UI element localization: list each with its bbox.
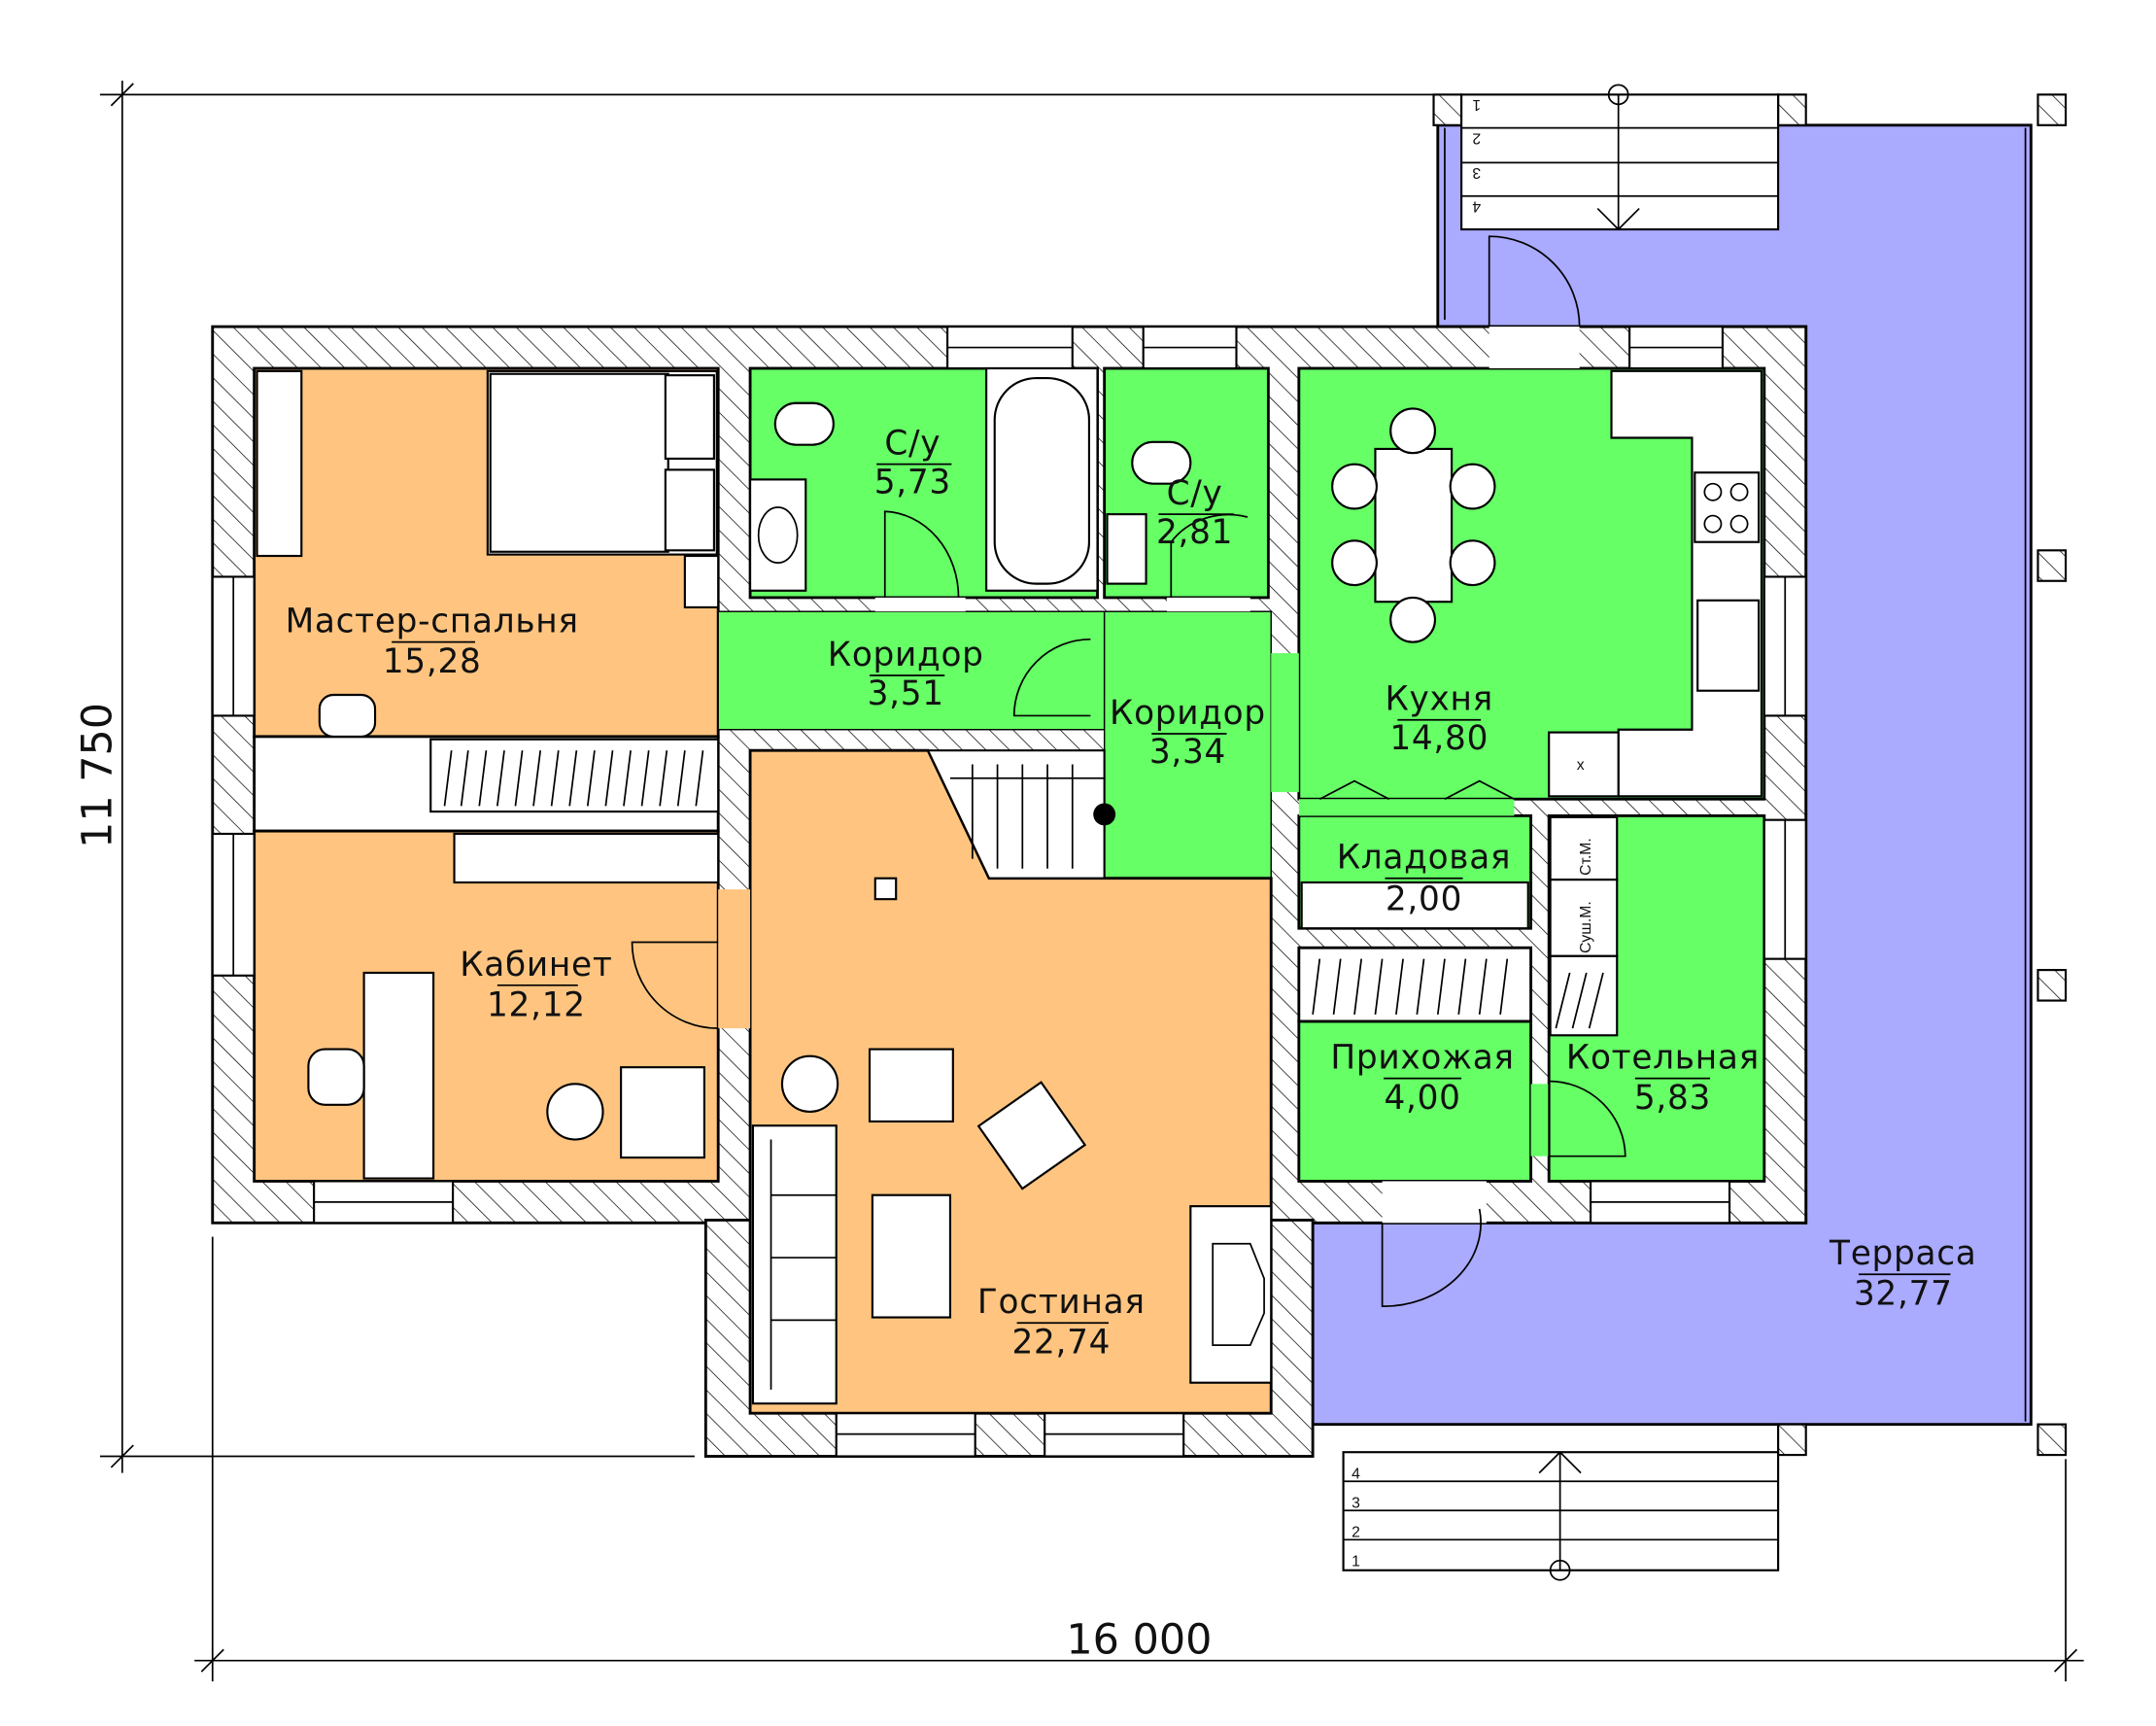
entrance-stairs-top[interactable]: 1 2 3 4: [1460, 84, 1780, 231]
sofa: [751, 1124, 838, 1405]
terrace-post: [1777, 1423, 1807, 1457]
room-area: 4,00: [1384, 1079, 1460, 1118]
room-name: Кухня: [1385, 680, 1493, 719]
step-number: 4: [1472, 197, 1481, 214]
tv-cabinet: [256, 369, 303, 558]
wardrobe-hatching: [429, 738, 720, 813]
door-kitchen-folding[interactable]: [1318, 779, 1515, 800]
study-floor[interactable]: [253, 829, 720, 1183]
terrace-post: [1777, 93, 1807, 126]
boiler: [1548, 731, 1620, 798]
room-area: 3,34: [1149, 733, 1226, 772]
stove: [1694, 471, 1761, 543]
step-number: 1: [1472, 96, 1481, 113]
boiler-mark: x: [1577, 757, 1585, 774]
terrace-post: [2036, 1423, 2068, 1457]
room-name: Мастер-спальня: [286, 603, 579, 641]
step-number: 3: [1472, 164, 1481, 181]
fireplace: [1189, 1205, 1273, 1384]
room-area: 3,51: [868, 674, 944, 713]
washer-label: Ст.М.: [1578, 838, 1594, 876]
dining-table: [1374, 447, 1454, 604]
furniture: x Ст.М. Суш.М.: [256, 366, 1763, 1405]
desk-chair: [318, 693, 377, 738]
room-labels: Мастер-спальня 15,28 Кабинет 12,12 С/у 5…: [286, 425, 1977, 1363]
toilet-2: [1131, 440, 1192, 485]
room-name: Кладовая: [1337, 839, 1512, 878]
kitchen-sink: [1696, 599, 1761, 692]
step-number: 2: [1472, 129, 1481, 146]
room-area: 2,00: [1386, 880, 1462, 919]
hallway-floor[interactable]: [1297, 1019, 1533, 1183]
office-chair: [307, 1048, 365, 1106]
armchair: [620, 1066, 705, 1159]
toilet-1: [773, 401, 835, 446]
room-name: Коридор: [828, 636, 984, 674]
armchair: [868, 1048, 954, 1123]
room-name: Кабинет: [460, 946, 612, 984]
room-name: Терраса: [1829, 1234, 1977, 1273]
door-terrace-kitchen[interactable]: [1488, 235, 1581, 328]
terrace-post: [2036, 549, 2068, 582]
interior-stairs[interactable]: [926, 749, 1116, 880]
height-dimension: 11 750: [73, 703, 121, 848]
room-name: Гостиная: [977, 1283, 1146, 1322]
room-area: 22,74: [1011, 1324, 1111, 1363]
entrance-stairs-bottom[interactable]: 4 3 2 1: [1342, 1451, 1780, 1581]
armchair: [976, 1081, 1087, 1191]
door-study[interactable]: [631, 941, 719, 1030]
room-area: 15,28: [383, 642, 482, 681]
dimension-lines: 11 750 16 000: [73, 81, 2084, 1682]
room-area: 12,12: [487, 985, 586, 1024]
door-entrance[interactable]: [1381, 1208, 1482, 1307]
room-area: 14,80: [1389, 719, 1489, 758]
doors[interactable]: [631, 235, 1626, 1307]
column: [1093, 803, 1116, 826]
coffee-table: [871, 1193, 952, 1319]
room-name: Прихожая: [1330, 1039, 1514, 1078]
sink-1: [749, 478, 807, 592]
step-number: 1: [1352, 1553, 1360, 1570]
door-corridor[interactable]: [1012, 638, 1091, 717]
room-name: Котельная: [1566, 1039, 1760, 1078]
door-bathroom-1[interactable]: [883, 510, 960, 598]
round-table: [546, 1083, 604, 1141]
width-dimension: 16 000: [1066, 1616, 1212, 1665]
bed: [489, 372, 669, 553]
door-boiler[interactable]: [1548, 1080, 1626, 1157]
step-number: 4: [1352, 1466, 1360, 1482]
room-area: 5,83: [1634, 1079, 1711, 1118]
room-area: 2,81: [1156, 513, 1233, 552]
terrace-post: [2036, 969, 2068, 1002]
study-desk: [362, 971, 435, 1180]
sink-2: [1106, 513, 1147, 585]
step-number: 3: [1352, 1495, 1360, 1511]
terrace-post: [2036, 93, 2068, 126]
dryer-label: Суш.М.: [1578, 901, 1594, 953]
windows: [211, 326, 1807, 1458]
corridor-2-floor[interactable]: [1103, 610, 1272, 880]
room-name: С/у: [1167, 474, 1223, 513]
room-area: 32,77: [1854, 1275, 1953, 1314]
terrace-post: [1432, 93, 1463, 126]
room-name: Коридор: [1110, 694, 1266, 733]
step-number: 2: [1352, 1524, 1360, 1540]
door-bathroom-2[interactable]: [1170, 513, 1249, 598]
room-name: С/у: [884, 425, 941, 464]
room-area: 5,73: [874, 464, 951, 502]
